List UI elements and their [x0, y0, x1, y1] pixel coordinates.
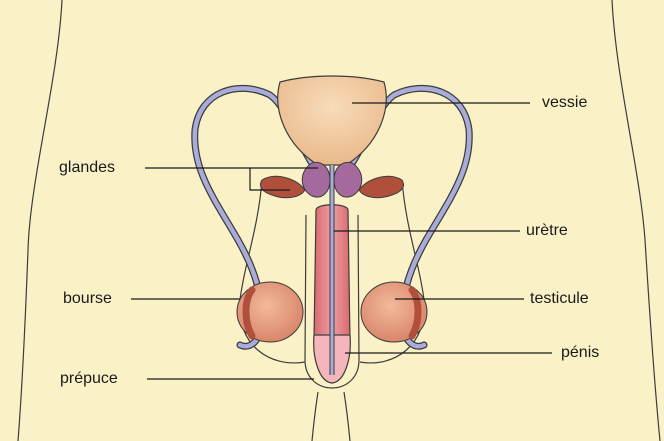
thigh-right-outline	[344, 392, 350, 441]
prostate-gland-right	[334, 162, 362, 197]
label-vessie: vessie	[542, 94, 587, 112]
label-testicule: testicule	[530, 290, 589, 308]
bladder	[278, 76, 386, 165]
body-outline-left	[18, 0, 62, 441]
label-penis: pénis	[561, 344, 599, 362]
label-uretre: urètre	[526, 222, 568, 240]
label-prepuce: prépuce	[60, 370, 118, 388]
seminal-vesicle-right	[359, 176, 404, 197]
body-outline-right	[612, 0, 660, 441]
seminal-vesicle-left	[260, 176, 305, 197]
thigh-left-outline	[312, 392, 318, 441]
label-bourse: bourse	[63, 290, 112, 308]
label-glandes: glandes	[59, 159, 115, 177]
